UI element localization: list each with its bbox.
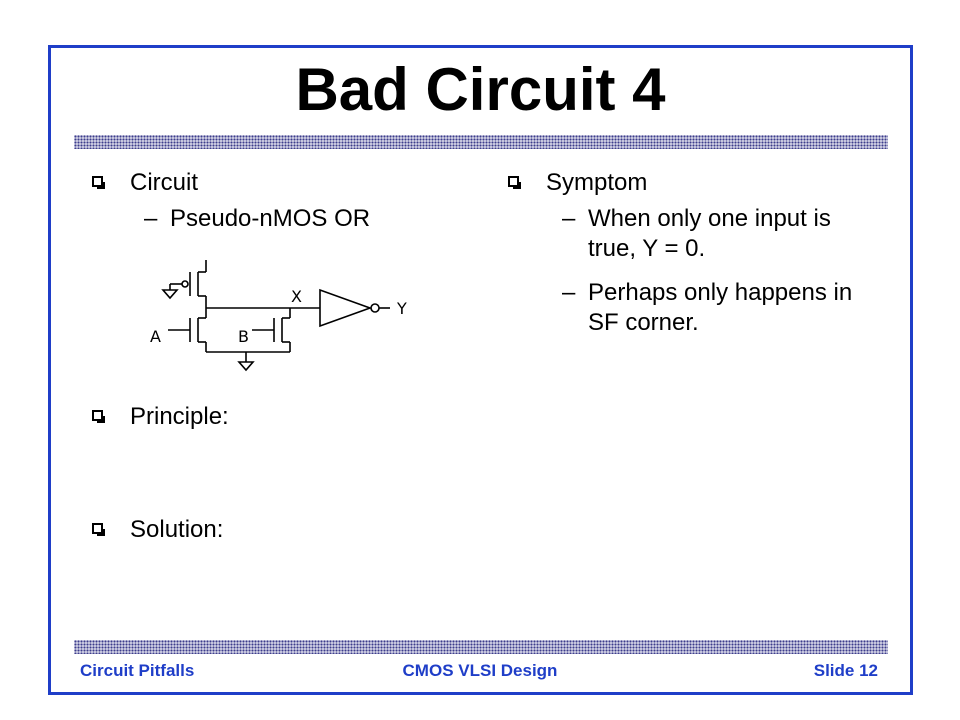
bullet-text: Principle: — [130, 403, 229, 430]
label-a: A — [150, 327, 161, 346]
label-b: B — [238, 327, 249, 346]
sub-text: Pseudo-nMOS OR — [170, 205, 371, 232]
circuit-schematic: X Y A B — [150, 260, 407, 372]
label-y: Y — [396, 299, 407, 318]
footer-divider — [74, 640, 888, 654]
bullet-square-icon — [92, 176, 105, 189]
footer-left: Circuit Pitfalls — [80, 661, 195, 680]
sub-text: When only one input is true, Y = 0. — [588, 205, 831, 262]
bullet-text: Symptom — [546, 169, 648, 196]
slide-title: Bad Circuit 4 — [295, 56, 666, 123]
sub-text: Perhaps only happens in SF corner. — [588, 279, 853, 336]
bullet-text: Solution: — [130, 516, 224, 543]
title-divider — [74, 135, 888, 149]
footer-center: CMOS VLSI Design — [402, 661, 558, 680]
slide-frame — [48, 45, 913, 695]
label-x: X — [291, 287, 302, 306]
bullet-square-icon — [92, 523, 105, 536]
bullet-square-icon — [508, 176, 521, 189]
bullet-square-icon — [92, 410, 105, 423]
footer-right: Slide 12 — [813, 661, 878, 680]
bullet-text: Circuit — [130, 169, 199, 196]
